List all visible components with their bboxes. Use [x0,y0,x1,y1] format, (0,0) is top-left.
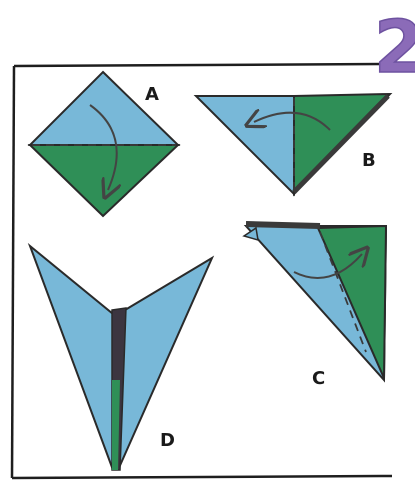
panel-a: A [30,72,178,216]
step-number: 2 [374,5,415,89]
panel-d-left-wing [30,246,113,470]
panel-a-bottom-half [30,145,178,216]
panel-d-label: D [160,430,175,451]
panel-b-left-half [196,96,294,194]
panel-c-label: C [312,368,325,389]
panel-c: C [244,224,386,389]
panel-a-label: A [145,84,159,105]
panel-a-top-half [30,72,178,145]
panel-b-label: B [362,150,376,171]
panel-c-dark-edge [246,224,320,226]
panel-d: D [30,246,212,470]
panel-b: B [196,94,390,194]
